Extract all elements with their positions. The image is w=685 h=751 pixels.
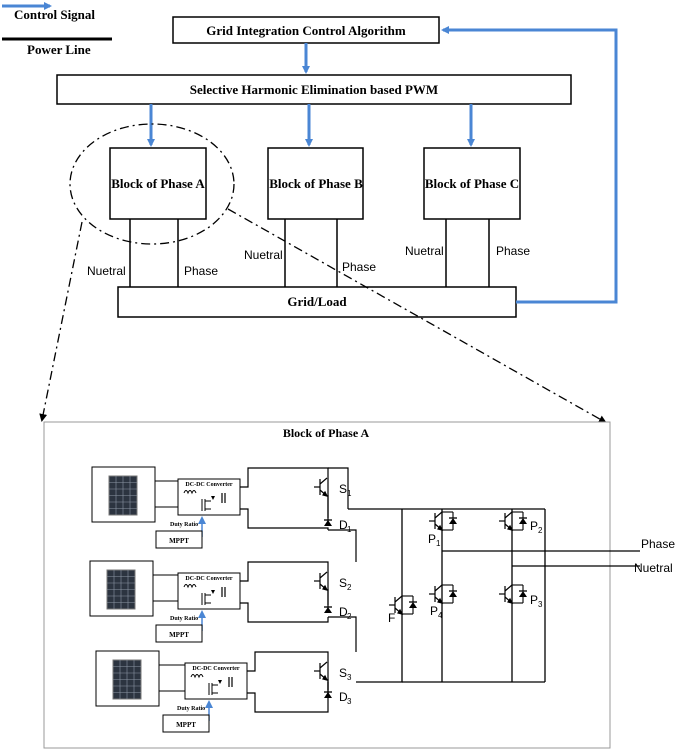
inductor-icon [183,584,197,589]
diode-d-label: D [339,518,348,532]
power-line-label: Power Line [27,42,91,57]
phase-c-label: Block of Phase C [425,176,519,191]
mppt-label: MPPT [176,721,196,729]
switch-s1 [314,477,329,497]
solar-panel-icon [108,475,138,516]
legend: Control Signal Power Line [2,2,112,57]
phase-a-highlight-ellipse [69,123,235,245]
switch-s-subscript: 2 [347,583,352,592]
mppt-label: MPPT [169,537,189,545]
solar-panel-icon [112,659,142,700]
duty-ratio-label: Duty Ratio [170,522,198,528]
phase-c-phase-label: Phase [496,244,530,258]
switch-p3-label: P [530,593,538,607]
grid-load-label: Grid/Load [287,294,347,309]
phase-b-label: Block of Phase B [269,176,363,191]
dcdc-converter-label: DC-DC Converter [185,576,232,582]
control-signal-label: Control Signal [14,7,95,22]
control-signal-arrows [147,26,618,304]
phase-a-box [109,147,207,220]
pwm-label: Selective Harmonic Elimination based PWM [190,82,438,97]
switch-p1-transistor [429,511,444,531]
dcdc-converter-label: DC-DC Converter [185,482,232,488]
algorithm-box [172,16,440,44]
diode-d-subscript: 3 [347,697,352,706]
mppt-box [155,624,203,643]
switch-s-label: S [339,482,347,496]
mppt-box [162,714,210,733]
switch-f-transistor [389,595,404,615]
phase-c-box [423,147,521,220]
phase-b-phase-label: Phase [342,260,376,274]
switch-s-subscript: 3 [347,673,352,682]
diode-d1 [324,519,332,526]
phase-b-box [267,147,364,220]
switch-f: F [388,595,417,625]
phase-a-label: Block of Phase A [111,176,205,191]
phase-c-neutral-label: Nuetral [405,244,444,258]
switch-s-label: S [339,576,347,590]
switch-s3 [314,661,329,681]
diode-d-label: D [339,690,348,704]
output-neutral-label: Nuetral [634,561,673,575]
hbridge-circuit [348,508,640,683]
mppt-box [155,530,203,549]
phase-b-neutral-label: Nuetral [244,248,283,262]
switch-s-label: S [339,666,347,680]
grid-load-box [117,286,517,318]
switch-p2-transistor [499,511,514,531]
duty-ratio-label: Duty Ratio [170,616,198,622]
mppt-label: MPPT [169,631,189,639]
switch-s-subscript: 1 [347,489,352,498]
pwm-box [56,74,572,105]
switch-p2-label: P [530,519,538,533]
phase-power-lines [129,219,490,287]
switch-p2-subscript: 2 [538,526,543,535]
diode-d-label: D [339,605,348,619]
switch-p3-subscript: 3 [538,600,543,609]
switch-p4-transistor [429,584,444,604]
duty-ratio-label: Duty Ratio [177,706,205,712]
phase-a-neutral-label: Nuetral [87,264,126,278]
diode-d2 [324,606,332,613]
output-phase-label: Phase [641,537,675,551]
switch-p4-subscript: 4 [438,611,443,620]
algorithm-label: Grid Integration Control Algorithm [206,23,406,38]
switch-p1-subscript: 1 [436,539,441,548]
switch-p3-transistor [499,584,514,604]
switch-s2 [314,571,329,591]
top-system [56,16,572,318]
detail-title: Block of Phase A [283,426,370,440]
switch-p1-label: P [428,532,436,546]
solar-panel-icon [106,569,136,610]
dcdc-converter-label: DC-DC Converter [192,666,239,672]
inductor-icon [190,674,204,679]
switch-p4-label: P [430,604,438,618]
zoom-callout [39,123,607,423]
phase-a-phase-label: Phase [184,264,218,278]
inductor-icon [183,490,197,495]
switch-f-label: F [388,611,395,625]
